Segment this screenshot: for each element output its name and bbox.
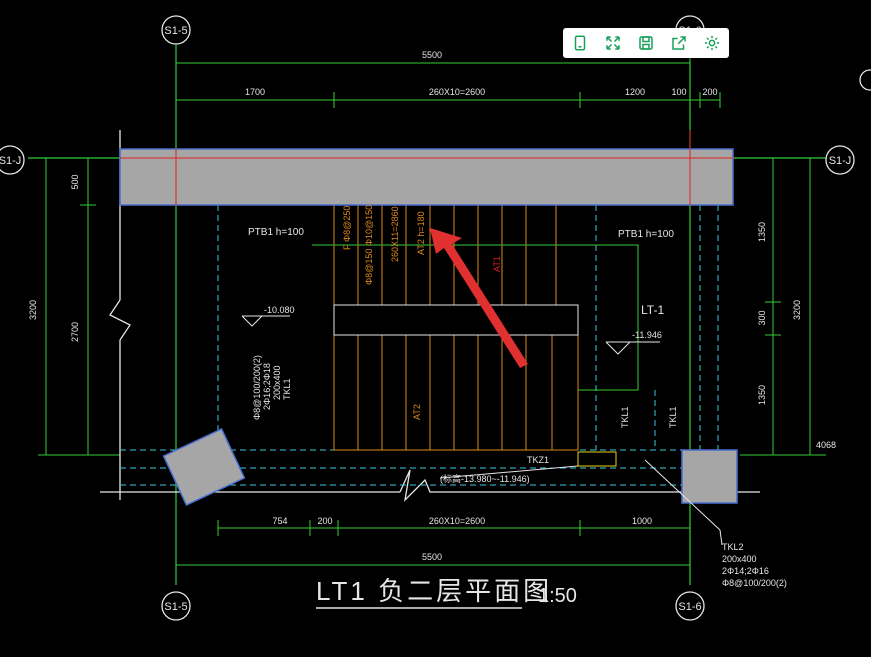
column-right: [681, 449, 738, 504]
label-tkl2-d: Φ8@100/200(2): [722, 578, 787, 588]
viewer-toolbar: [563, 28, 729, 58]
tablet-icon: [574, 35, 585, 51]
dim-bottom-seg1: 754: [272, 516, 287, 526]
axis-label-right: S1-J: [829, 155, 852, 167]
dim-right-a: 1350: [757, 222, 767, 242]
dim-top-overall: 5500: [422, 50, 442, 60]
axis-bubble-left: [0, 145, 25, 175]
label-at2-c: Φ8@150 Φ10@150: [364, 205, 374, 285]
dim-right-end: 4068: [816, 440, 836, 450]
label-ptb1-left: PTB1 h=100: [248, 227, 304, 238]
share-icon: [672, 36, 686, 50]
dim-top-seg4: 100: [671, 87, 686, 97]
axis-bubble-top-left: [161, 15, 191, 45]
fullscreen-button[interactable]: [601, 31, 625, 55]
save-icon: [639, 36, 653, 50]
axis-label-top-left: S1-5: [164, 25, 187, 37]
fullscreen-icon: [606, 36, 620, 50]
label-at2-d: F Φ8@250: [342, 206, 352, 250]
dim-right-outer: 3200: [792, 300, 802, 320]
label-tkl2-b: 200x400: [722, 554, 757, 564]
label-lt1: LT-1: [641, 303, 664, 317]
drawing-scale: 1:50: [538, 585, 577, 607]
label-tkz1: TKZ1: [527, 455, 549, 465]
label-tkl1-right: TKL1: [668, 406, 678, 428]
dim-top-seg5: 200: [702, 87, 717, 97]
label-tkl1-left-b: 200x400: [272, 365, 282, 400]
dim-bottom-seg2: 200: [317, 516, 332, 526]
annotation-arrow: [430, 228, 528, 368]
dim-top-seg1: 1700: [245, 87, 265, 97]
label-at2-b: 260X11=2860: [390, 206, 400, 262]
label-ptb1-right: PTB1 h=100: [618, 229, 674, 240]
dim-left-outer: 3200: [28, 300, 38, 320]
dim-top-seg2: 260X10=2600: [429, 87, 485, 97]
label-elev-right: -11.946: [632, 330, 662, 340]
axis-label-bottom-right: S1-6: [678, 601, 701, 613]
dim-top-seg3: 1200: [625, 87, 645, 97]
label-at2-a: AT2 h=180: [416, 211, 426, 255]
dim-right-c: 1350: [757, 385, 767, 405]
label-tkl1-left-d: Φ8@100/200(2): [252, 355, 262, 420]
tablet-button[interactable]: [568, 31, 592, 55]
axis-bubble-partial: [859, 69, 871, 91]
share-button[interactable]: [667, 31, 691, 55]
drawing-title: LT1 负二层平面图: [316, 576, 552, 606]
axis-bubble-right: [825, 145, 855, 175]
label-tkl2-a: TKL2: [722, 542, 744, 552]
label-range: (标高-13.980~-11.946): [440, 473, 530, 484]
beam-top: [119, 148, 734, 206]
label-tkl1-mid: TKL1: [620, 406, 630, 428]
dim-left-a: 500: [70, 174, 80, 189]
label-tkl1-left-c: 2Φ16;2Φ18: [262, 363, 272, 410]
dim-left-b: 2700: [70, 322, 80, 342]
label-tkl1-left-a: TKL1: [282, 378, 292, 400]
dim-bottom-overall: 5500: [422, 552, 442, 562]
label-tkl2-c: 2Φ14;2Φ16: [722, 566, 769, 576]
axis-label-left: S1-J: [0, 155, 21, 167]
dim-bottom-seg4: 1000: [632, 516, 652, 526]
axis-bubble-bottom-left: [161, 591, 191, 621]
axis-bubble-bottom-right: [675, 591, 705, 621]
label-elev-left: -10.080: [264, 305, 295, 315]
dim-bottom-seg3: 260X10=2600: [429, 516, 485, 526]
column-rotated: [162, 428, 246, 506]
label-at1-red: AT1: [492, 256, 502, 272]
settings-icon: [705, 35, 720, 51]
save-button[interactable]: [634, 31, 658, 55]
dim-right-b: 300: [757, 310, 767, 325]
settings-button[interactable]: [700, 31, 724, 55]
axis-label-bottom-left: S1-5: [164, 601, 187, 613]
label-at2-lower: AT2: [412, 404, 422, 420]
